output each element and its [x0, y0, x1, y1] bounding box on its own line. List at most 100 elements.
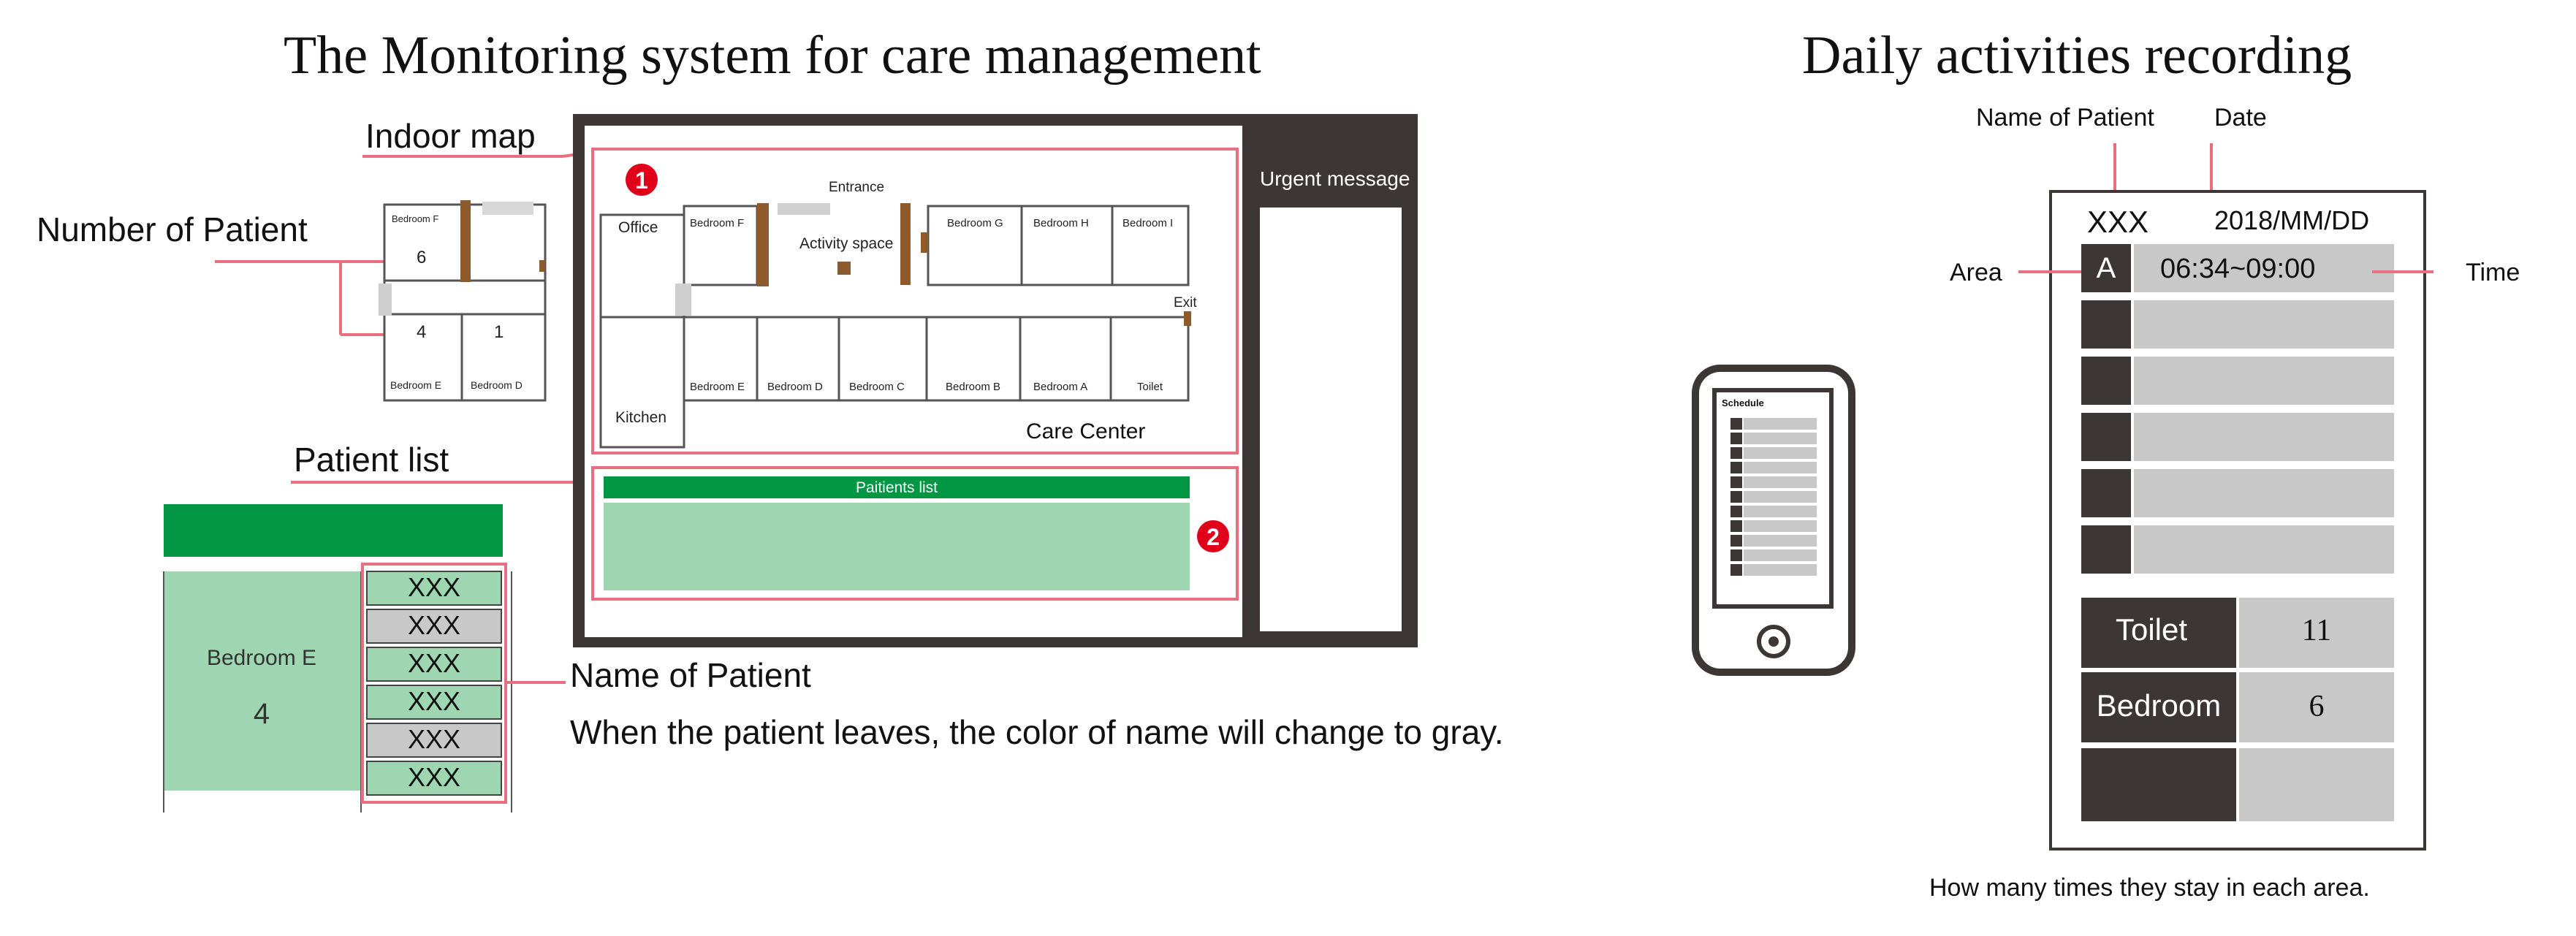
label-entrance: Entrance [829, 180, 884, 195]
phone-row-area [1730, 506, 1742, 517]
phone-row-area [1730, 535, 1742, 547]
urgent-message-panel[interactable] [1260, 208, 1402, 631]
first-time: 06:34~09:00 [2160, 254, 2315, 284]
summary-count-toilet-text: 11 [2302, 614, 2331, 647]
summary-count-bedroom [2239, 672, 2394, 742]
right-name-of-patient-label: Name of Patient [1976, 104, 2154, 132]
name-row-text: XXX [408, 724, 460, 754]
record-row-area [2081, 300, 2131, 349]
label-bedroom-d: Bedroom D [767, 381, 823, 393]
record-row-time [2134, 357, 2394, 405]
name-row[interactable] [366, 571, 502, 606]
phone-row-time [1744, 549, 1817, 561]
care-center-label: Care Center [1026, 419, 1145, 444]
record-row-area [2081, 244, 2131, 292]
record-row-time [2134, 244, 2394, 292]
record-row-time [2134, 300, 2394, 349]
summary-count-toilet [2239, 598, 2394, 668]
urgent-message-title: Urgent message [1260, 167, 1410, 190]
phone-row-time [1744, 447, 1817, 459]
area-label: Area [1950, 259, 2002, 286]
mini-door [379, 284, 392, 316]
patient-list-label: Patient list [294, 441, 449, 479]
mini-count-bedroom-f: 6 [417, 248, 426, 267]
phone-row-area [1730, 462, 1742, 473]
phone-schedule-rows [1730, 418, 1817, 576]
room-bedroom-i[interactable] [1111, 205, 1190, 286]
patients-list-body[interactable] [604, 503, 1190, 590]
phone-row-time [1744, 491, 1817, 503]
label-bedroom-a: Bedroom A [1033, 381, 1087, 393]
mini-door [460, 200, 471, 282]
mini-count-bedroom-e: 4 [417, 322, 426, 342]
room-detail-body[interactable] [164, 571, 361, 791]
record-row-area [2081, 413, 2131, 461]
floor-door [778, 203, 830, 215]
record-row-area [2081, 525, 2131, 574]
phone-row-area [1730, 418, 1742, 430]
summary-count-empty [2239, 748, 2394, 821]
mini-map: Bedroom F 6 4 1 Bedroom E Bedroom D [379, 200, 547, 402]
name-row[interactable] [366, 609, 502, 644]
summary-area-bedroom-text: Bedroom [2097, 688, 2221, 723]
phone-home-button-dot [1768, 636, 1779, 647]
floor-door [900, 203, 911, 285]
record-row-time [2134, 413, 2394, 461]
map-highlight [591, 148, 1239, 454]
phone-row-area [1730, 564, 1742, 576]
name-row-text: XXX [408, 610, 460, 640]
mini-room-bedroom-e: Bedroom E [390, 379, 441, 391]
summary-area-toilet-text: Toilet [2116, 612, 2187, 647]
indoor-map-label: Indoor map [365, 117, 536, 155]
summary-area-empty [2081, 748, 2236, 821]
right-date-label: Date [2214, 104, 2267, 132]
floor-door [1184, 311, 1191, 326]
name-row[interactable] [366, 761, 502, 796]
phone-row-area [1730, 491, 1742, 503]
right-title: Daily activities recording [1802, 26, 2352, 85]
record-rows [2081, 244, 2394, 574]
label-bedroom-f: Bedroom F [690, 217, 744, 229]
label-exit: Exit [1174, 295, 1197, 311]
name-row-text: XXX [408, 762, 460, 792]
label-bedroom-b: Bedroom B [946, 381, 1000, 393]
monitor-screen: Urgent message 1 [573, 114, 1418, 647]
left-title: The Monitoring system for care managemen… [284, 26, 1261, 85]
phone-screen-title: Schedule [1722, 397, 1764, 408]
record-patient: XXX [2087, 205, 2148, 239]
phone-row-time [1744, 433, 1817, 444]
badge-map-number: 1 [635, 167, 648, 194]
name-row[interactable] [366, 685, 502, 720]
room-detail-count: 4 [254, 698, 270, 730]
gray-note: When the patient leaves, the color of na… [570, 713, 1504, 751]
record-date: 2018/MM/DD [2214, 205, 2369, 235]
daily-record-card: XXX 2018/MM/DD A 06:34~09:00 Toilet 11 B… [2049, 190, 2426, 851]
room-detail-room: Bedroom E [207, 646, 316, 670]
record-row-time [2134, 525, 2394, 574]
phone-home-button[interactable] [1757, 625, 1790, 658]
floor-door [757, 203, 769, 286]
name-row[interactable] [366, 647, 502, 682]
phone-row-area [1730, 433, 1742, 444]
label-toilet: Toilet [1137, 381, 1163, 393]
phone-row-time [1744, 476, 1817, 488]
patients-list-header-text: Paitients list [856, 479, 938, 496]
floor-plan[interactable]: Office Bedroom F Entrance Activity space… [599, 180, 1197, 449]
label-activity-space: Activity space [799, 235, 893, 252]
phone-row-time [1744, 564, 1817, 576]
name-row[interactable] [366, 723, 502, 758]
mini-door [482, 202, 533, 215]
floor-door [921, 232, 928, 253]
mini-count-bedroom-d: 1 [494, 322, 504, 342]
record-row-time [2134, 469, 2394, 517]
badge-list [1197, 520, 1229, 552]
phone-row-area [1730, 447, 1742, 459]
label-bedroom-g: Bedroom G [947, 217, 1003, 229]
phone-row-area [1730, 520, 1742, 532]
list-highlight [591, 466, 1239, 601]
mini-room-bedroom-d: Bedroom D [471, 379, 523, 391]
label-bedroom-i: Bedroom I [1122, 217, 1173, 229]
phone-row-time [1744, 506, 1817, 517]
mini-door [539, 260, 545, 272]
